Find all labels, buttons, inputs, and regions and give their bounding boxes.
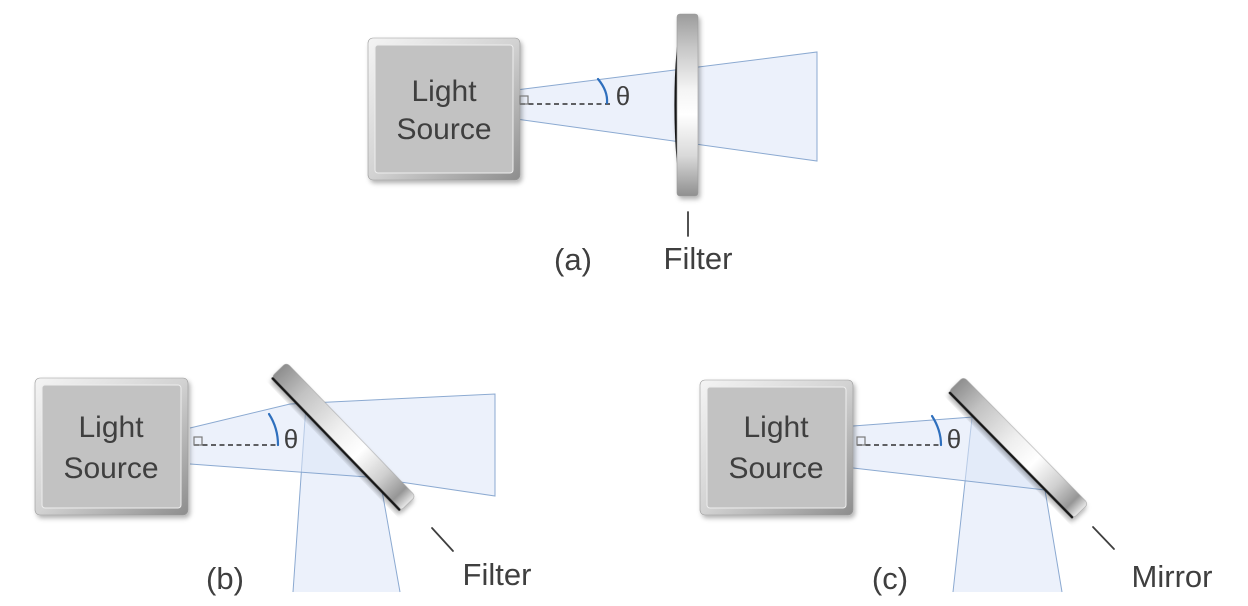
beam-edges-b bbox=[189, 393, 496, 497]
mirror-label-c: Mirror bbox=[1132, 559, 1213, 594]
source-beam-c bbox=[853, 417, 1045, 490]
filter-label-b: Filter bbox=[463, 557, 532, 592]
filter-b bbox=[271, 363, 415, 511]
right-angle-marker-c bbox=[856, 436, 866, 446]
light-source-label-line2-a: Source bbox=[396, 113, 491, 146]
light-source-label-line1-a: Light bbox=[411, 75, 477, 108]
theta-label-c: θ bbox=[947, 424, 961, 454]
transmitted-beam-a bbox=[516, 52, 817, 161]
light-source-box-a bbox=[367, 37, 521, 181]
caption-b: (b) bbox=[206, 561, 244, 596]
right-angle-marker-b bbox=[193, 436, 203, 446]
filter-bar-a bbox=[676, 13, 699, 197]
light-source-label-line1-b: Light bbox=[78, 411, 144, 444]
mirror-pointer-line-c bbox=[1092, 526, 1115, 550]
theta-arc-b bbox=[267, 412, 280, 447]
light-source-box-b bbox=[34, 377, 189, 516]
light-source-box-c bbox=[699, 379, 854, 516]
beam-edges-c bbox=[852, 416, 1046, 491]
caption-c: (c) bbox=[872, 561, 908, 596]
light-source-box-face-b bbox=[41, 384, 182, 509]
filter-a bbox=[674, 13, 699, 197]
light-source-label-line2-c: Source bbox=[728, 452, 823, 485]
mirror-c bbox=[948, 378, 1088, 519]
filter-pointer-line-b bbox=[431, 527, 454, 552]
panel-c: Light Source θ (c) Mirror bbox=[699, 378, 1213, 596]
theta-label-a: θ bbox=[616, 81, 630, 111]
beam-edges-a bbox=[515, 51, 818, 162]
theta-arc-a bbox=[596, 77, 609, 105]
right-angle-marker-a bbox=[519, 95, 529, 105]
mirror-face-line-c bbox=[948, 391, 1074, 519]
panel-b: Light Source θ (b) Filter bbox=[34, 363, 532, 596]
light-source-label-line2-b: Source bbox=[63, 452, 158, 485]
filter-face-line-b bbox=[271, 377, 401, 511]
panel-a: Light Source θ (a) Filter bbox=[367, 13, 818, 277]
light-source-box-face-c bbox=[706, 386, 847, 509]
theta-label-b: θ bbox=[284, 424, 298, 454]
theta-arc-c bbox=[930, 414, 943, 447]
filter-label-a: Filter bbox=[664, 241, 733, 276]
light-source-box-face-a bbox=[374, 44, 514, 174]
light-source-label-line1-c: Light bbox=[743, 411, 809, 444]
caption-a: (a) bbox=[554, 242, 592, 277]
